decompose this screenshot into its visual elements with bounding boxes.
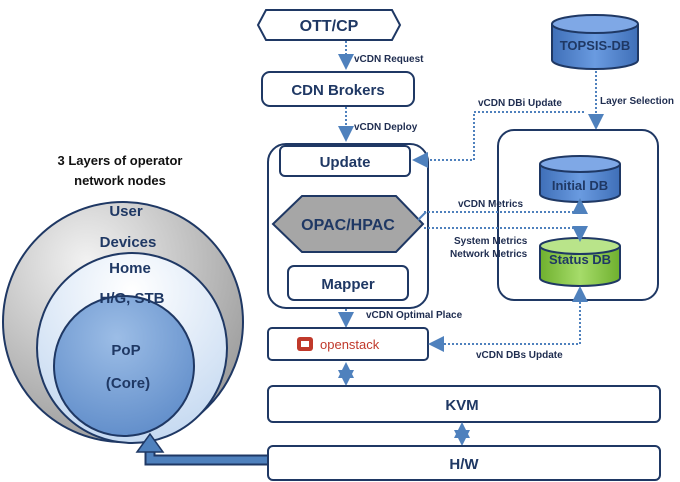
network-metrics-label: Network Metrics: [450, 249, 528, 260]
topsis-db-label: TOPSIS-DB: [560, 38, 631, 53]
vcdn-dbi-update-arrow: [412, 111, 584, 168]
status-db-label: Status DB: [549, 252, 611, 267]
pop-core-circle: [53, 295, 195, 437]
opac-hpac-label: OPAC/HPAC: [301, 217, 395, 234]
topsis-db-cylinder: [551, 24, 639, 70]
home-label: Home: [109, 260, 151, 277]
cdn-brokers-box: [261, 71, 415, 107]
vcdn-metrics-arrow-tail: [417, 211, 427, 221]
devices-label: Devices: [100, 234, 157, 251]
cdn-brokers-label: CDN Brokers: [291, 82, 384, 99]
hg-stb-label: H/G, STB: [99, 290, 164, 307]
ott-cp-box: [256, 9, 402, 41]
vcdn-request-label: vCDN Request: [354, 54, 424, 65]
vcdn-metrics-label: vCDN Metrics: [458, 199, 523, 210]
layers-title-line1: 3 Layers of operator: [58, 153, 183, 168]
vcdn-optimal-place-label: vCDN Optimal Place: [366, 310, 463, 321]
system-metrics-arrow: [424, 226, 588, 242]
update-box: [279, 145, 411, 177]
layer-selection-label: Layer Selection: [600, 96, 674, 107]
hw-box: [267, 445, 661, 481]
system-metrics-label: System Metrics: [454, 236, 528, 247]
opac-hpac-box: [271, 195, 425, 253]
vcdn-metrics-arrow: [424, 198, 588, 214]
vcdn-dbs-update-arrow: [428, 286, 588, 352]
kvm-label: KVM: [445, 397, 478, 414]
openstack-label: openstack: [320, 337, 380, 352]
hw-to-layers-arrow: [146, 450, 268, 464]
initial-db-top: [539, 155, 621, 173]
vcdn-dbi-update-label: vCDN DBi Update: [478, 98, 562, 109]
hw-to-layers-arrowhead: [135, 432, 165, 453]
vcdn-dbs-update-label: vCDN DBs Update: [476, 350, 563, 361]
ott-cp-label: OTT/CP: [300, 18, 359, 35]
pop-label: PoP: [111, 342, 140, 359]
core-label: (Core): [106, 375, 150, 392]
vcdn-deploy-label: vCDN Deploy: [354, 122, 418, 133]
layers-title-line2: network nodes: [74, 173, 166, 188]
mapper-box: [287, 265, 409, 301]
hw-label: H/W: [449, 456, 479, 473]
update-label: Update: [320, 154, 371, 171]
initial-db-label: Initial DB: [552, 178, 608, 193]
openstack-logo-inner: [301, 341, 309, 347]
user-label: User: [109, 203, 143, 220]
mapper-label: Mapper: [321, 276, 375, 293]
topsis-db-top: [551, 14, 639, 34]
